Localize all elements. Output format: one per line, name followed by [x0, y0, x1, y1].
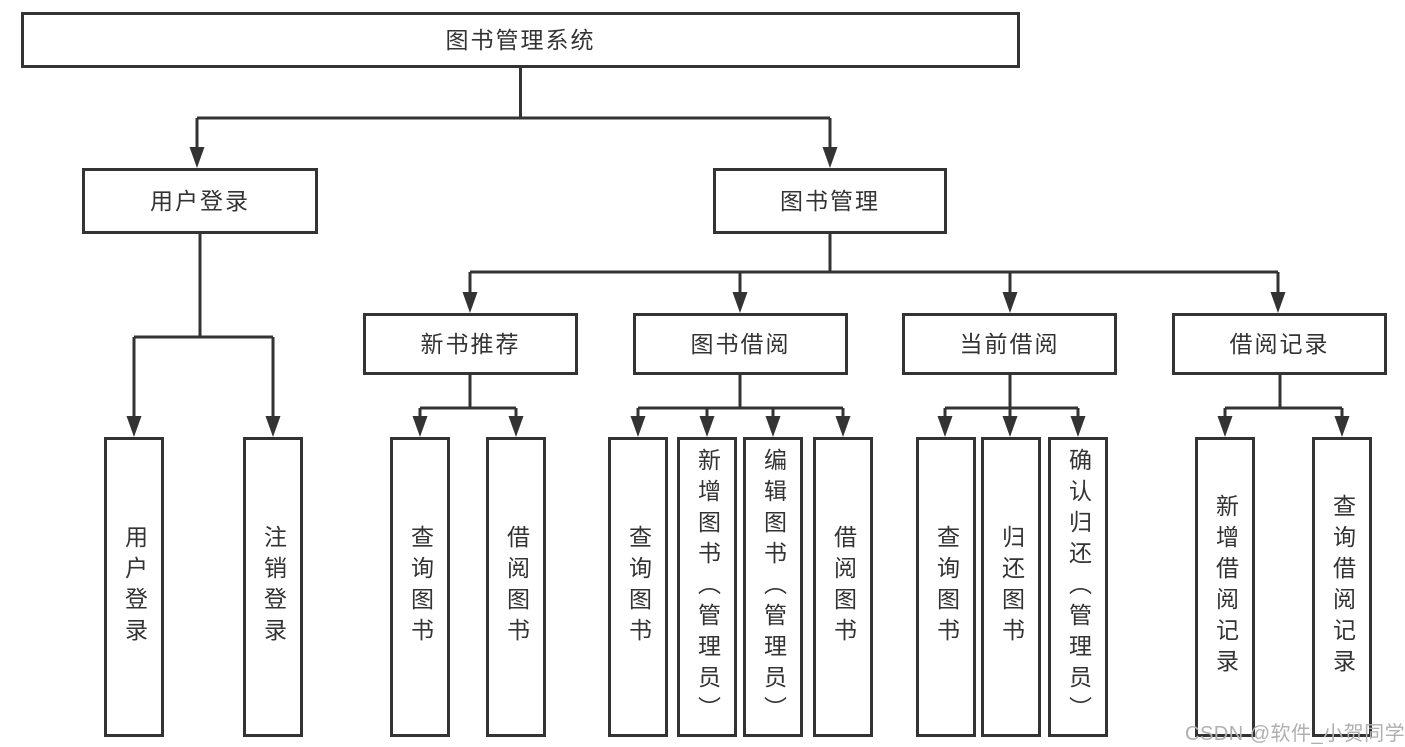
leaf-nbr-query-books-label: 查询图书: [407, 525, 434, 649]
node-book-borrowing-label: 图书借阅: [690, 330, 791, 357]
leaf-nbr-query-books: 查询图书: [390, 437, 450, 737]
node-current-borrowing: 当前借阅: [902, 313, 1117, 375]
leaf-nbr-borrow-books-label: 借阅图书: [503, 525, 530, 649]
watermark-text: CSDN @软件_小贺同学: [1185, 723, 1405, 745]
leaf-bb-borrow-books: 借阅图书: [813, 437, 873, 737]
node-user-login-label: 用户登录: [150, 187, 250, 214]
leaf-bb-borrow-books-label: 借阅图书: [830, 525, 857, 649]
leaf-logout-login-label: 注销登录: [260, 525, 287, 649]
leaf-bb-edit-books-admin-label: 编辑图书（管理员）: [760, 447, 787, 727]
leaf-bb-add-books-admin-label: 新增图书（管理员）: [694, 447, 721, 727]
node-book-management: 图书管理: [713, 168, 947, 234]
leaf-cb-return-books-label: 归还图书: [998, 525, 1025, 649]
node-user-login: 用户登录: [82, 168, 318, 234]
leaf-bb-query-books-label: 查询图书: [625, 525, 652, 649]
leaf-nbr-borrow-books: 借阅图书: [486, 437, 546, 737]
leaf-br-query-record: 查询借阅记录: [1312, 437, 1372, 737]
leaf-br-add-record: 新增借阅记录: [1195, 437, 1255, 737]
node-current-borrowing-label: 当前借阅: [959, 330, 1060, 357]
leaf-bb-edit-books-admin: 编辑图书（管理员）: [743, 437, 803, 737]
node-root-label: 图书管理系统: [445, 26, 596, 53]
node-book-borrowing: 图书借阅: [633, 313, 848, 375]
leaf-bb-add-books-admin: 新增图书（管理员）: [677, 437, 737, 737]
node-book-management-label: 图书管理: [780, 187, 880, 214]
leaf-cb-confirm-return-admin: 确认归还（管理员）: [1048, 437, 1108, 737]
watermark: CSDN @软件_小贺同学: [1185, 717, 1405, 746]
leaf-user-login-label: 用户登录: [121, 525, 148, 649]
node-new-book-recommend: 新书推荐: [363, 313, 578, 375]
leaf-user-login: 用户登录: [104, 437, 164, 737]
leaf-br-query-record-label: 查询借阅记录: [1329, 494, 1356, 680]
node-new-book-recommend-label: 新书推荐: [420, 330, 521, 357]
leaf-bb-query-books: 查询图书: [608, 437, 668, 737]
leaf-cb-return-books: 归还图书: [981, 437, 1041, 737]
leaf-logout-login: 注销登录: [243, 437, 303, 737]
leaf-cb-query-books-label: 查询图书: [933, 525, 960, 649]
leaf-cb-confirm-return-admin-label: 确认归还（管理员）: [1065, 447, 1092, 727]
node-borrowing-records: 借阅记录: [1172, 313, 1387, 375]
leaf-br-add-record-label: 新增借阅记录: [1212, 494, 1239, 680]
leaf-cb-query-books: 查询图书: [916, 437, 976, 737]
node-root: 图书管理系统: [21, 12, 1020, 68]
node-borrowing-records-label: 借阅记录: [1229, 330, 1330, 357]
